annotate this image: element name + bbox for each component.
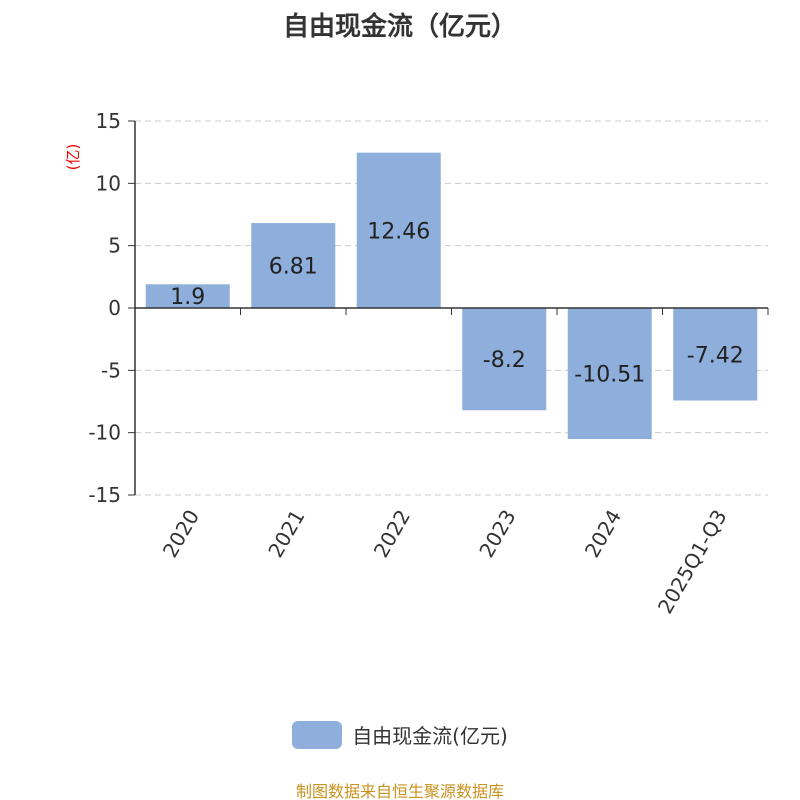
y-tick-label: -15 [88, 483, 121, 507]
bar [251, 223, 336, 308]
y-tick-label: -10 [88, 421, 121, 445]
x-tick-label: 2021 [263, 506, 309, 562]
y-tick-label: -5 [101, 358, 121, 382]
bar [462, 308, 547, 411]
data-label: -7.42 [687, 343, 744, 368]
y-axis-label: (亿) [64, 144, 82, 171]
x-tick-label: 2023 [474, 506, 520, 562]
data-label: 6.81 [269, 255, 318, 280]
bar [145, 284, 230, 308]
x-tick-label: 2025Q1-Q3 [653, 506, 732, 618]
legend[interactable]: 自由现金流(亿元) [0, 720, 800, 749]
data-label: 1.9 [170, 285, 205, 310]
chart-title: 自由现金流（亿元） [282, 12, 517, 42]
data-label: -8.2 [483, 348, 526, 373]
bar [567, 308, 652, 440]
legend-swatch [292, 720, 343, 749]
data-label: 12.46 [367, 219, 430, 244]
x-tick-label: 2024 [580, 506, 626, 562]
bar [673, 308, 758, 401]
x-tick-label: 2022 [369, 506, 415, 562]
data-label: -10.51 [574, 363, 645, 388]
source-footer: 制图数据来自恒生聚源数据库 [295, 782, 504, 800]
x-tick-label: 2020 [158, 506, 204, 562]
y-tick-label: 10 [96, 171, 121, 195]
legend-label: 自由现金流(亿元) [352, 724, 508, 748]
y-tick-label: 5 [108, 234, 121, 258]
bar [356, 152, 441, 308]
y-tick-label: 15 [96, 109, 121, 133]
y-tick-label: 0 [108, 296, 121, 320]
